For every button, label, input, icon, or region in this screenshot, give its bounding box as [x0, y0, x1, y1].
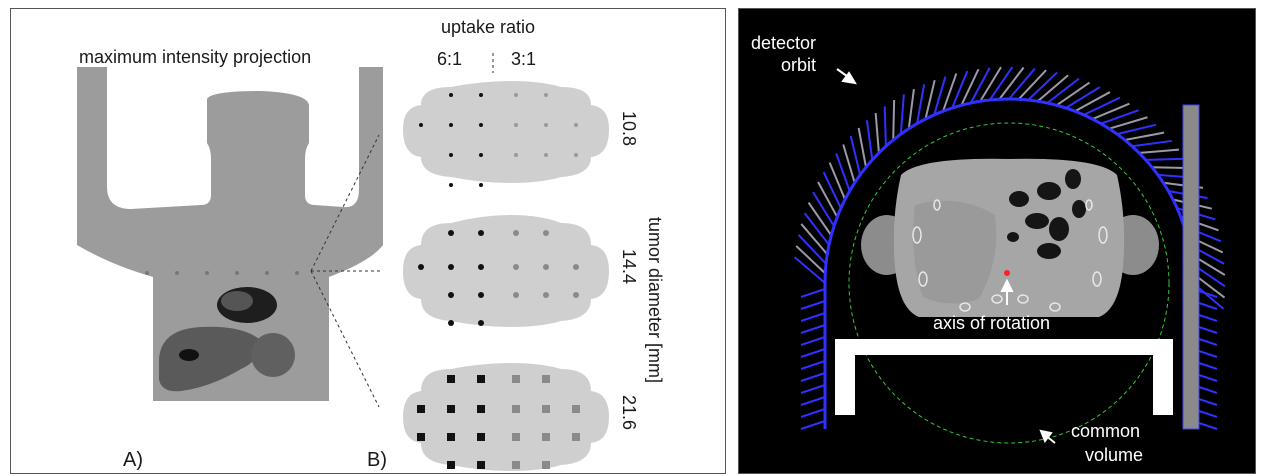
detector-face [1074, 91, 1111, 113]
detector-label-line2: orbit [781, 55, 817, 75]
annotation-arrows [836, 68, 1056, 444]
detector-face [1056, 81, 1091, 107]
panel-a-label: A) [123, 449, 143, 471]
detector-face [793, 256, 826, 284]
detector-face [842, 144, 856, 184]
detector-face [1027, 71, 1058, 101]
detector-face [1108, 116, 1148, 130]
common-volume-line1: common [1071, 421, 1141, 441]
common-volume-circle [848, 122, 1170, 444]
slice-144 [403, 215, 609, 327]
detector-face [907, 88, 915, 129]
detector-label-line1: detector [751, 33, 817, 53]
detector-face [899, 94, 905, 135]
liver-region [159, 326, 260, 392]
detector-face [942, 73, 958, 112]
detector-face [800, 300, 826, 310]
ratio-low-label: 3:1 [511, 49, 537, 69]
detector-face [800, 348, 826, 358]
phantom-figure-graphics [77, 53, 609, 471]
patient-table [835, 339, 1173, 415]
diameter-label-1: 10.8 [619, 111, 639, 147]
detector-face [1145, 157, 1186, 161]
detector-face [951, 70, 969, 109]
detector-face [1100, 109, 1139, 125]
detector-face [960, 68, 980, 106]
detector-face [1139, 148, 1180, 154]
detector-face [807, 201, 833, 236]
stomach-region [251, 333, 295, 377]
diameter-label-2: 14.4 [619, 249, 639, 285]
detector-face [1131, 139, 1172, 148]
detector-face [797, 234, 827, 265]
detector-face [800, 360, 826, 370]
detector-face [849, 135, 862, 176]
scanner-geometry-graphics [793, 66, 1226, 444]
slice-connector-lines [310, 134, 383, 408]
diameter-axis-label: tumor diameter [mm] [645, 217, 665, 384]
detector-face [800, 312, 826, 322]
slice-108 [403, 81, 609, 187]
detector-face [800, 408, 826, 418]
detector-face [800, 420, 826, 430]
detector-face [828, 162, 846, 200]
detector-face [969, 67, 991, 104]
detector-face [892, 100, 896, 141]
ct-slice [861, 158, 1159, 317]
detector-face [800, 324, 826, 334]
detector-face [1092, 102, 1130, 120]
detector-face [800, 336, 826, 346]
detector-face [979, 66, 1002, 102]
detector-face [1116, 123, 1157, 136]
detector-face [822, 171, 842, 209]
detector-face [803, 212, 830, 246]
scanner-geometry-panel: detector orbit axis of rotation common v… [738, 8, 1256, 474]
detector-face [998, 66, 1025, 100]
detector-face [1046, 77, 1080, 104]
detector-face [865, 120, 874, 161]
detector-face [988, 66, 1014, 101]
detector-face [1065, 86, 1101, 109]
detector-face [1017, 69, 1047, 100]
detector-face [800, 384, 826, 394]
detector-face [800, 223, 829, 255]
detector-face [874, 112, 880, 153]
detector-face [800, 288, 826, 298]
rotation-axis-marker [1004, 270, 1010, 276]
detector-face [933, 76, 947, 116]
detector-face [812, 191, 835, 227]
uptake-ratio-title: uptake ratio [441, 17, 536, 37]
detector-column [1182, 104, 1200, 430]
detector-face [817, 181, 839, 218]
detector-face [883, 106, 887, 147]
common-volume-line2: volume [1085, 445, 1144, 465]
detector-face [800, 372, 826, 382]
detector-face [835, 153, 851, 192]
mip-title: maximum intensity projection [79, 47, 312, 67]
slice-216 [403, 363, 609, 471]
phantom-figure-panel: maximum intensity projection uptake rati… [10, 8, 726, 474]
detector-face [1083, 96, 1121, 116]
detector-face [857, 127, 867, 168]
detector-face [1008, 67, 1036, 100]
detector-face [800, 396, 826, 406]
orbit-inner-edge [823, 97, 1195, 429]
detector-face [795, 245, 826, 275]
detector-face [916, 84, 926, 124]
panel-b-label: B) [367, 449, 387, 471]
body-phantom-silhouette [77, 67, 383, 401]
diameter-label-3: 21.6 [619, 395, 639, 431]
detector-face [1124, 131, 1165, 141]
detector-face [924, 79, 936, 120]
ratio-high-label: 6:1 [437, 49, 463, 69]
axis-of-rotation-label: axis of rotation [933, 313, 1051, 333]
detector-orbit [793, 66, 1226, 430]
detector-face [1037, 74, 1069, 103]
